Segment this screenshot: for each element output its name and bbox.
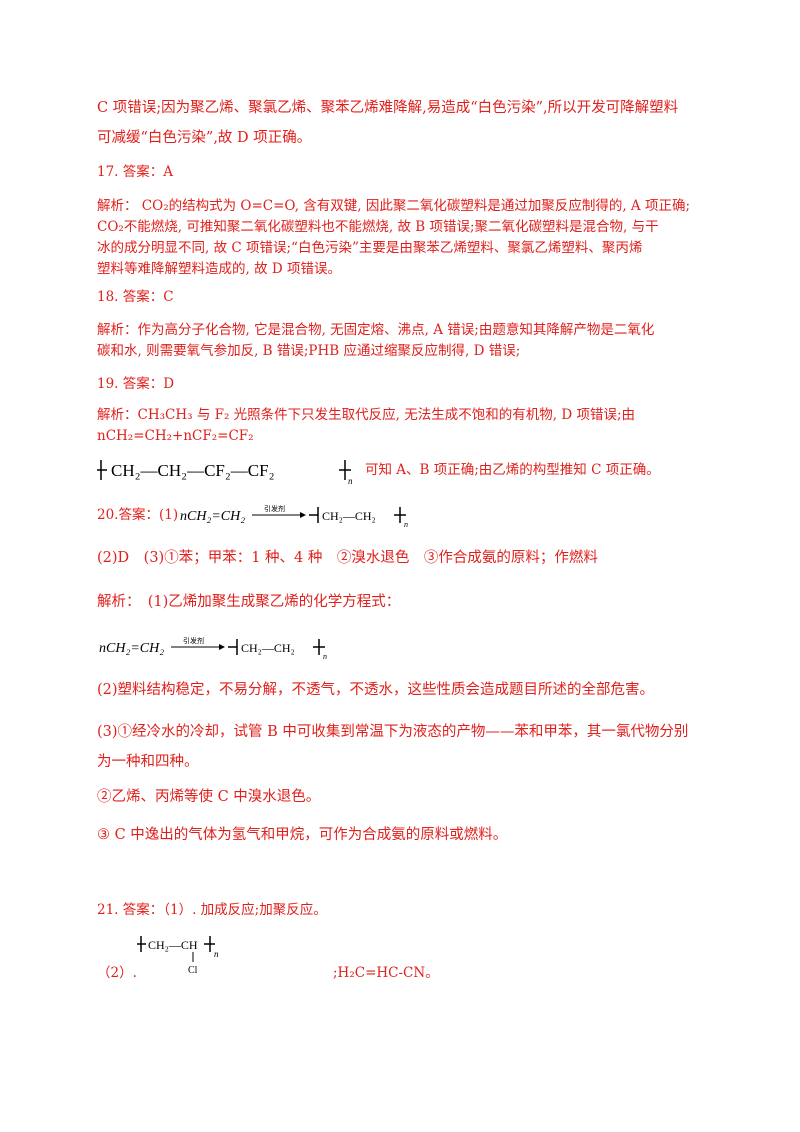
q20-answer-row: 20.答案：(1) nCH₂=CH₂ 引发剂 CH₂—CH₂ n	[97, 500, 428, 530]
polymer-repeat-unit: CH₂—CH₂—CF₂—CF₂	[111, 461, 275, 480]
q17-explanation: 解析： CO₂的结构式为 O=C=O, 含有双键, 因此聚二氧化碳塑料是通过加聚…	[97, 196, 707, 280]
product-n: n	[404, 520, 408, 529]
q20-reaction-equation: nCH₂=CH₂ 引发剂 CH₂—CH₂ n	[180, 504, 408, 529]
q19-exp-line-1: 解析：CH₃CH₃ 与 F₂ 光照条件下只发生取代反应, 无法生成不饱和的有机物…	[97, 407, 636, 423]
q20-exp-intro: 解析： (1)乙烯加聚生成聚乙烯的化学方程式：	[97, 594, 401, 610]
polymer-n: n	[214, 949, 219, 959]
q18-exp-line-2: 碳和水, 则需要氧气参加反, B 错误;PHB 应通过缩聚反应制得, D 错误;	[97, 343, 521, 359]
q19-polymer-structure: CH₂—CH₂—CF₂—CF₂ n	[97, 460, 353, 486]
q17-exp-line-3: 冰的成分明显不同, 故 C 项错误;“白色污染”主要是由聚苯乙烯塑料、聚氯乙烯塑…	[97, 240, 643, 256]
q20-exp-p3-line-1: (3)①经冷水的冷却，试管 B 中可收集到常温下为液态的产物——苯和甲苯，其一氯…	[97, 724, 689, 740]
reagent-label: 引发剂	[183, 636, 204, 645]
q21-answer: 21. 答案：（1）. 加成反应;加聚反应。	[97, 902, 327, 918]
product-unit: CH₂—CH₂	[322, 509, 376, 523]
q20-exp-paragraph-4: ②乙烯、丙烯等使 C 中溴水退色。	[97, 789, 321, 805]
q20-exp-paragraph-3: (3)①经冷水的冷却，试管 B 中可收集到常温下为液态的产物——苯和甲苯，其一氯…	[97, 717, 707, 777]
q20-exp-reaction-equation: nCH₂=CH₂ 引发剂 CH₂—CH₂ n	[99, 636, 327, 661]
q19-explanation: 解析：CH₃CH₃ 与 F₂ 光照条件下只发生取代反应, 无法生成不饱和的有机物…	[97, 405, 707, 447]
q18-answer: 18. 答案：C	[97, 289, 174, 305]
q16-line-2: 可减缓“白色污染”,故 D 项正确。	[97, 130, 312, 146]
q18-exp-line-1: 解析：作为高分子化合物, 它是混合物, 无固定熔、沸点, A 错误;由题意知其降…	[97, 322, 655, 338]
q21-part2-tail: ;H₂C=HC-CN。	[333, 965, 439, 981]
q17-answer: 17. 答案：A	[97, 164, 174, 180]
q20-exp-paragraph-2: (2)塑料结构稳定，不易分解，不透气，不透水，这些性质会造成题目所述的全部危害。	[97, 682, 655, 698]
polymer-n: n	[348, 476, 353, 486]
q20-exp-paragraph-5: ③ C 中逸出的气体为氢气和甲烷，可作为合成氨的原料或燃料。	[97, 827, 508, 843]
reagent-label: 引发剂	[264, 504, 285, 513]
q20-exp-p3-line-2: 为一种和四种。	[97, 754, 199, 770]
product-n: n	[323, 652, 327, 661]
arrow-head	[219, 644, 225, 650]
chlorine-substituent: Cl	[188, 965, 198, 976]
q21-polymer-structure: CH₂—CH n Cl	[137, 936, 219, 976]
q19-answer: 19. 答案：D	[97, 376, 175, 392]
q19-polymer-formula-row: CH₂—CH₂—CF₂—CF₂ n 可知 A、B 项正确;由乙烯的构型推知 C …	[97, 454, 660, 486]
q20-answer-prefix: 20.答案：(1)	[97, 507, 179, 523]
q21-part2-label: （2）.	[97, 965, 137, 981]
q16-explanation-tail: C 项错误;因为聚乙烯、聚氯乙烯、聚苯乙烯难降解,易造成“白色污染”,所以开发可…	[97, 93, 707, 153]
q16-line-1: C 项错误;因为聚乙烯、聚氯乙烯、聚苯乙烯难降解,易造成“白色污染”,所以开发可…	[97, 100, 679, 116]
q17-exp-line-1: 解析： CO₂的结构式为 O=C=O, 含有双键, 因此聚二氧化碳塑料是通过加聚…	[97, 198, 691, 214]
q17-exp-line-4: 塑料等难降解塑料造成的, 故 D 项错误。	[97, 261, 341, 277]
q20-answer-line-2: (2)D (3)①苯；甲苯：1 种、4 种 ②溴水退色 ③作合成氨的原料；作燃料	[97, 550, 598, 566]
reaction-lhs: nCH₂=CH₂	[180, 509, 245, 524]
q20-exp-equation-row: nCH₂=CH₂ 引发剂 CH₂—CH₂ n	[97, 632, 347, 662]
q19-exp-tail: 可知 A、B 项正确;由乙烯的构型推知 C 项正确。	[365, 461, 660, 478]
reaction-lhs: nCH₂=CH₂	[99, 641, 164, 656]
q18-explanation: 解析：作为高分子化合物, 它是混合物, 无固定熔、沸点, A 错误;由题意知其降…	[97, 320, 707, 362]
product-unit: CH₂—CH₂	[241, 641, 295, 655]
q17-exp-line-2: CO₂不能燃烧, 可推知聚二氧化碳塑料也不能燃烧, 故 B 项错误;聚二氧化碳塑…	[97, 219, 659, 235]
arrow-head	[300, 512, 307, 518]
polymer-main-chain: CH₂—CH	[148, 938, 198, 952]
q19-exp-line-2: nCH₂=CH₂+nCF₂=CF₂	[97, 428, 254, 444]
